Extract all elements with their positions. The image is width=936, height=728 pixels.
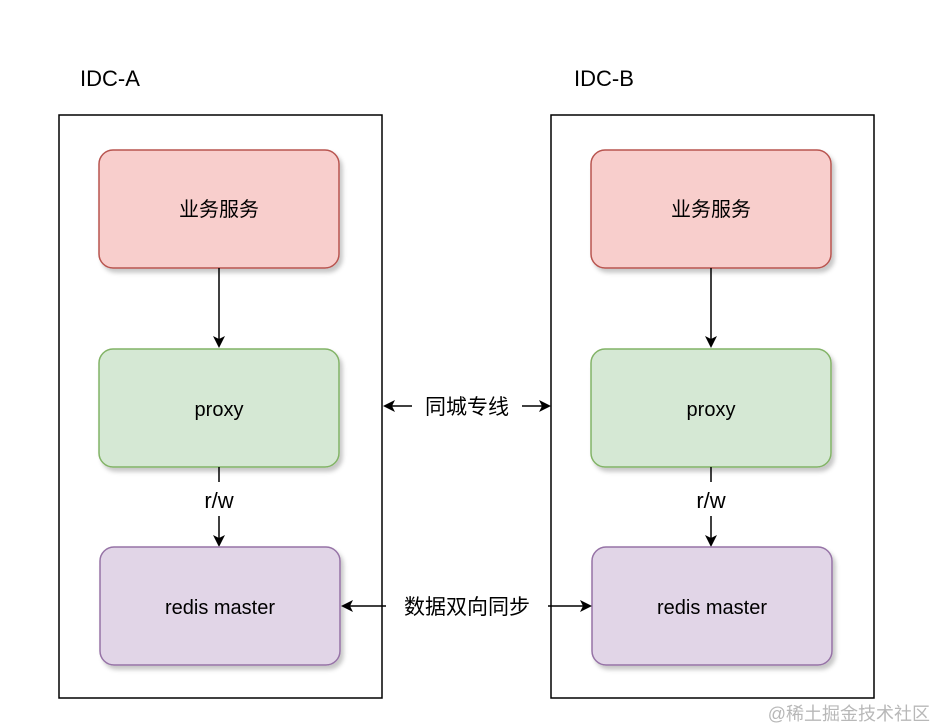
idc-b-redis-node[interactable]: redis master: [591, 546, 833, 666]
idc-a-redis-node[interactable]: redis master: [99, 546, 341, 666]
idc-a-rw-label: r/w: [204, 488, 233, 513]
idc-a-proxy-node[interactable]: proxy: [98, 348, 340, 468]
idc-b-redis-label: redis master: [657, 597, 767, 619]
idc-a-redis-label: redis master: [165, 597, 275, 619]
idc-b-service-label: 业务服务: [671, 198, 751, 221]
idc-a-service-label: 业务服务: [179, 198, 259, 221]
dedicated-line-label: 同城专线: [425, 396, 509, 419]
idc-a-title: IDC-A: [80, 66, 140, 91]
idc-b-rw-label: r/w: [696, 488, 725, 513]
idc-b-proxy-label: proxy: [687, 399, 736, 421]
sync-label: 数据双向同步: [404, 596, 530, 619]
idc-b-proxy-node[interactable]: proxy: [590, 348, 832, 468]
idc-b-service-node[interactable]: 业务服务: [590, 149, 832, 269]
idc-a-service-node[interactable]: 业务服务: [98, 149, 340, 269]
idc-b-title: IDC-B: [574, 66, 634, 91]
watermark: @稀土掘金技术社区: [768, 704, 930, 724]
idc-a-proxy-label: proxy: [195, 399, 244, 421]
